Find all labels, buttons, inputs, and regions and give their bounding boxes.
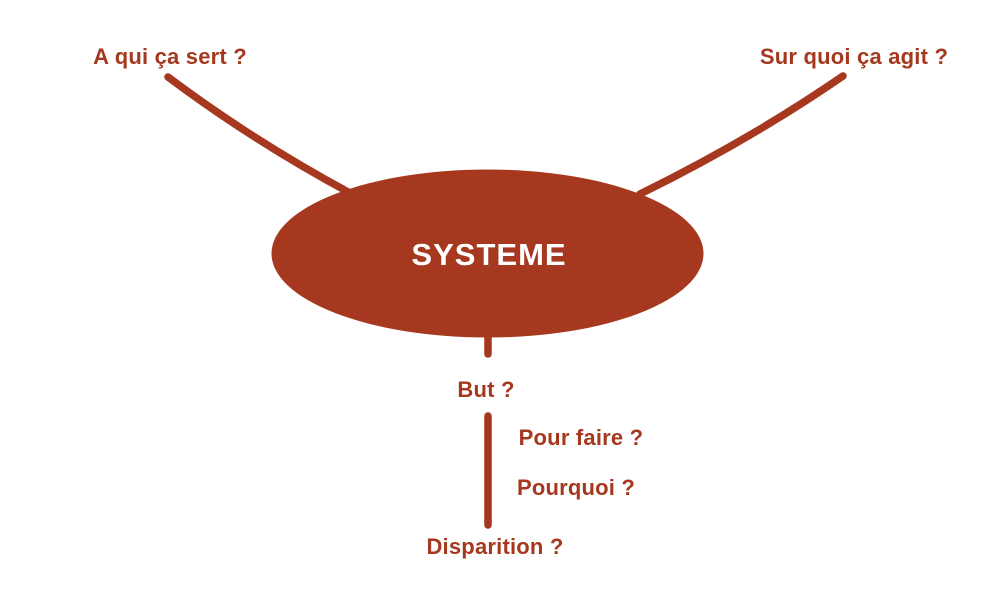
question-why: Pourquoi ? <box>516 475 636 500</box>
question-goal: But ? <box>457 377 515 402</box>
left-horn-curve <box>164 73 354 197</box>
question-top-right: Sur quoi ça agit ? <box>759 44 949 69</box>
question-to-do: Pour faire ? <box>518 425 644 450</box>
system-title: SYSTEME <box>411 237 567 272</box>
right-horn-curve <box>636 72 847 198</box>
question-disappearance: Disparition ? <box>426 534 564 559</box>
system-ellipse <box>271 169 704 338</box>
question-top-left: A qui ça sert ? <box>93 44 247 69</box>
